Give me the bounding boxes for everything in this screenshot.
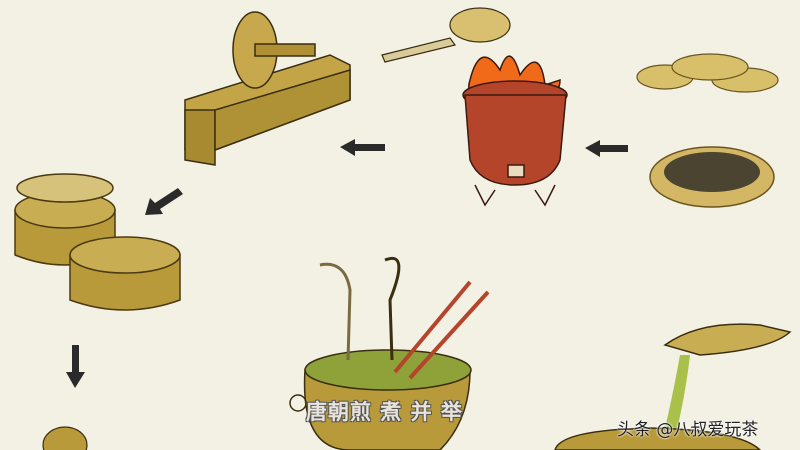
tea-sieve-box [14, 173, 181, 311]
brazier-with-fire [462, 55, 568, 207]
arrow-left-icon [585, 140, 628, 157]
ladle-pouring [554, 323, 792, 450]
tea-cauldron [289, 257, 490, 450]
process-arrows [66, 139, 628, 388]
small-bowl [42, 426, 88, 450]
tea-grinder [184, 11, 351, 166]
arrow-down-icon [66, 345, 85, 388]
tea-cakes [636, 53, 779, 93]
watermark: 头条 @八叔爱玩茶 [617, 420, 759, 440]
tea-leaf-plate [649, 146, 775, 208]
caption: 唐朝煎 煮 并 举 [306, 400, 463, 424]
arrow-left-icon [340, 139, 385, 156]
tea-spoon [381, 7, 511, 63]
arrow-down-left-icon [145, 188, 183, 215]
